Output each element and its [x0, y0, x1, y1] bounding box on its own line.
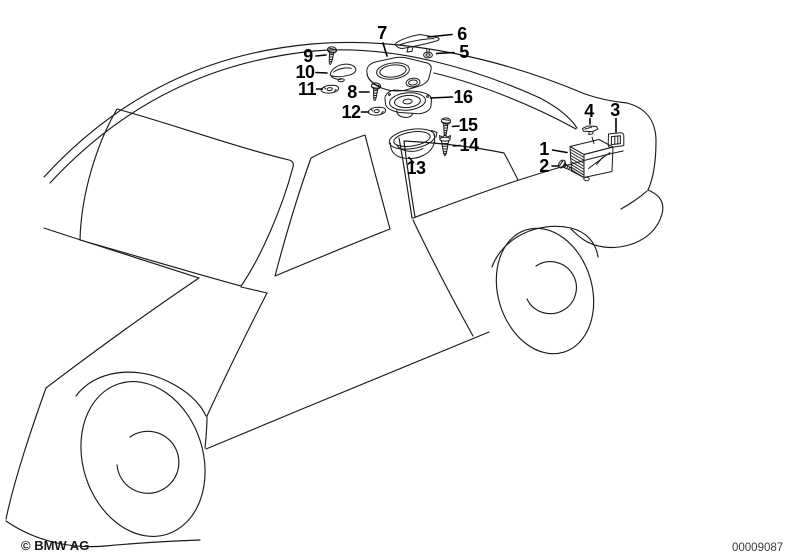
- front-wheel-arch: [75, 371, 207, 417]
- roofline: [43, 41, 657, 191]
- callout-2: 2: [539, 156, 549, 176]
- copyright-text: © BMW AG: [21, 538, 90, 553]
- callout-4: 4: [584, 101, 594, 121]
- rear-tire: [495, 227, 595, 355]
- part-1-amplifier: [569, 139, 614, 182]
- callout-3: 3: [610, 100, 620, 120]
- part-13-speaker-pot: [388, 128, 438, 160]
- rear-wheel-arch: [491, 225, 599, 268]
- cowl-line: [240, 286, 268, 294]
- callout-7: 7: [377, 23, 387, 43]
- door-rear-gap: [412, 219, 474, 337]
- callout-16: 16: [453, 87, 473, 107]
- leader-1: [551, 149, 568, 154]
- callout-11: 11: [297, 79, 317, 99]
- leader-5: [435, 51, 455, 55]
- part-11-clip: [320, 84, 340, 94]
- door-front-gap: [206, 292, 268, 417]
- part-3-connector: [607, 132, 625, 148]
- c-pillar-sliver: [433, 72, 577, 130]
- callout-8: 8: [347, 82, 357, 102]
- part-2-screw: [558, 159, 573, 171]
- beltline: [412, 150, 624, 219]
- front-fascia: [5, 387, 47, 520]
- callout-9: 9: [303, 46, 313, 66]
- part-5-grommet: [423, 49, 433, 59]
- part-6-cover-strip: [395, 34, 440, 53]
- part-15-screw: [440, 117, 452, 137]
- rear-wheel-hub: [526, 261, 577, 315]
- parts-group: [320, 34, 625, 182]
- leader-16: [429, 96, 454, 99]
- front-wheel-hub: [116, 430, 180, 494]
- part-9-screw: [326, 46, 338, 65]
- part-4-clip: [581, 125, 599, 136]
- callout-5: 5: [459, 42, 469, 62]
- part-12-clip: [367, 106, 387, 116]
- part-7-speaker-housing: [366, 56, 432, 92]
- door-window: [274, 134, 391, 277]
- callout-10: 10: [295, 62, 315, 82]
- quarter-window: [403, 140, 519, 218]
- diagram-number: 00009087: [732, 542, 784, 554]
- front-bumper: [5, 520, 201, 548]
- leader-6: [427, 33, 453, 38]
- front-arch-rear-edge: [204, 416, 208, 449]
- front-tire: [80, 381, 206, 537]
- part-14-rivet: [439, 134, 451, 157]
- callout-1: 1: [539, 139, 549, 159]
- leader-4b: [591, 136, 595, 144]
- leader-14: [452, 144, 461, 147]
- leader-lines: [315, 33, 617, 167]
- hood-seam: [43, 227, 200, 279]
- hood-front-edge: [45, 277, 200, 389]
- leader-9: [315, 54, 327, 57]
- leader-7: [382, 42, 388, 57]
- roof-gutter-line: [49, 49, 578, 184]
- part-16-speaker: [384, 89, 432, 118]
- callout-15: 15: [458, 115, 478, 135]
- trunk-seam: [620, 190, 648, 210]
- windshield: [79, 108, 294, 287]
- car-body-outline: [5, 41, 664, 548]
- leader-15: [451, 125, 460, 128]
- rocker-panel: [205, 331, 490, 450]
- part-10-tweeter: [329, 63, 357, 83]
- callout-14: 14: [459, 135, 479, 155]
- callout-13: 13: [406, 158, 426, 178]
- leader-10: [315, 71, 328, 74]
- leader-13: [408, 156, 415, 164]
- callout-12: 12: [341, 102, 361, 122]
- callout-6: 6: [457, 24, 467, 44]
- rear-bumper: [570, 189, 664, 249]
